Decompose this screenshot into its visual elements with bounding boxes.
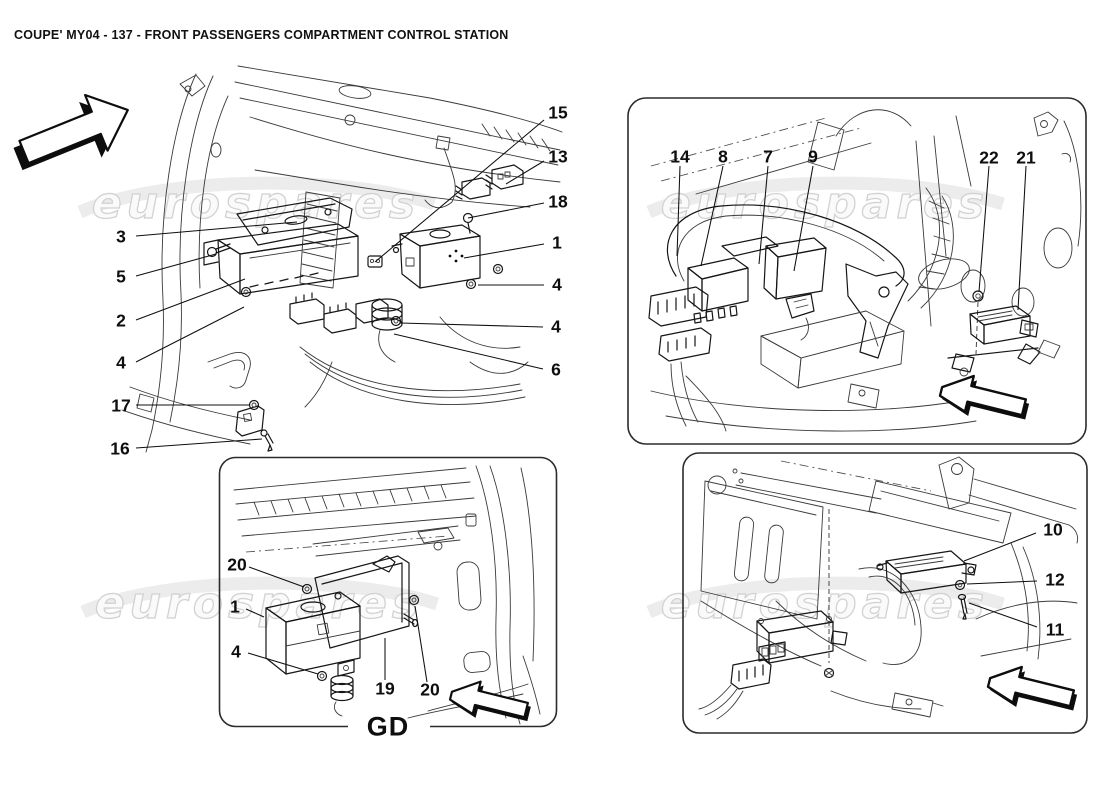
leader-lines [245,566,428,683]
direction-arrow-icon [986,665,1078,711]
plate-code-label: GD [366,711,410,742]
hatched-duct [907,187,970,309]
callout-7: 7 [763,146,773,167]
car-body-lines [650,109,1082,432]
bottom-left-panel [218,456,558,734]
callout-11: 11 [1045,619,1065,640]
view-direction-arrow-icon [13,93,129,171]
watermark-text: eurospares [92,178,420,229]
callout-8: 8 [718,146,728,167]
car-body-lines [121,65,563,453]
car-body-lines [700,456,1079,718]
relay-part8 [687,236,779,324]
callout-9: 9 [808,146,818,167]
wiring-loop [666,204,905,287]
bracket-part19 [314,555,419,649]
wiring-harness [299,316,529,405]
watermark: eurospares [77,176,437,230]
fasteners [301,583,420,682]
callout-12: 12 [1045,569,1065,590]
leader-lines [963,532,1038,628]
callout-20: 20 [420,679,440,700]
callout-21: 21 [1016,147,1036,168]
ecu-part1 [265,591,361,677]
callout-22: 22 [979,147,999,168]
bracket-part9 [845,263,909,359]
top-right-panel [627,97,1087,445]
direction-arrow-icon [448,680,531,722]
grommet-part6 [371,298,403,363]
center-module [756,509,848,679]
car-body-lines [233,465,541,725]
switch-part16-17 [235,399,274,452]
callout-1: 1 [552,232,562,253]
callout-4: 4 [551,316,561,337]
connector-blocks [648,286,712,427]
leader-lines [676,165,1027,311]
callout-6: 6 [551,359,561,380]
console-box [760,310,905,389]
callout-2: 2 [116,310,126,331]
callout-13: 13 [548,146,568,167]
callout-14: 14 [670,146,690,167]
callout-4: 4 [552,274,562,295]
washer-part12 [954,579,966,591]
callout-4: 4 [116,352,126,373]
callout-1: 1 [230,596,240,617]
callout-3: 3 [116,226,126,247]
relay-part7 [763,237,827,341]
callout-16: 16 [110,438,130,459]
ecu-part1 [391,224,481,289]
callout-17: 17 [111,395,131,416]
leader-lines [135,119,545,449]
connectors-part13-area [455,164,524,200]
callout-20: 20 [227,554,247,575]
page-title: COUPE' MY04 - 137 - FRONT PASSENGERS COM… [14,28,509,42]
callout-10: 10 [1043,519,1063,540]
callout-5: 5 [116,266,126,287]
screw-part11 [957,593,968,620]
main-diagram-art [121,65,563,453]
direction-arrow-icon [938,374,1030,420]
fasteners [206,212,504,327]
watermark: eurospares [646,576,1006,630]
watermark-text: eurospares [95,578,423,629]
connector-with-wires [698,658,772,720]
bracket-part3 [236,197,353,246]
module-part10 [876,550,977,594]
callout-19: 19 [375,678,395,699]
module-part21 [947,227,1073,377]
bottom-right-panel [682,452,1088,734]
watermark-text: eurospares [661,578,989,629]
watermark: eurospares [80,576,440,630]
callout-15: 15 [548,102,568,123]
grommet [330,674,354,717]
callout-18: 18 [548,191,568,212]
callout-4: 4 [231,641,241,662]
